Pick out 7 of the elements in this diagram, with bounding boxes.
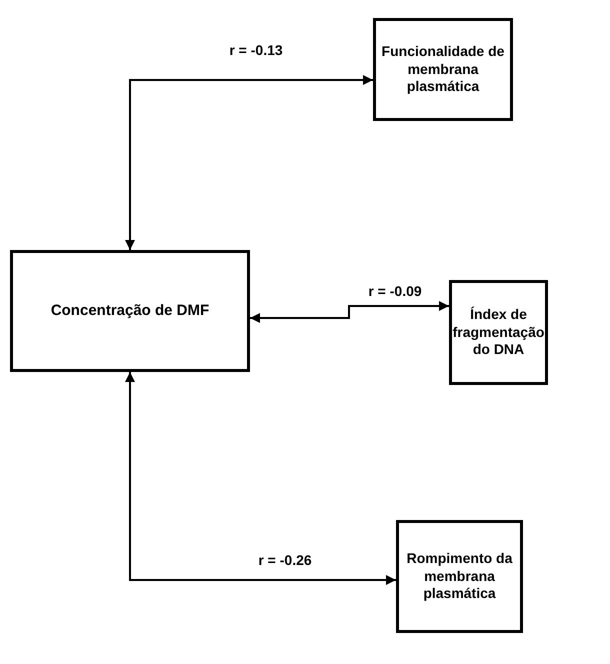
double-arrow — [250, 301, 449, 323]
text-box: Funcionalidade de membrana plasmática — [373, 18, 513, 121]
double-arrow — [125, 75, 373, 250]
double-arrow — [125, 372, 396, 585]
text-box: Índex de fragmentação do DNA — [449, 280, 548, 385]
text-box: Concentração de DMF — [10, 250, 250, 372]
text-box: Rompimento da membrana plasmática — [396, 520, 523, 633]
